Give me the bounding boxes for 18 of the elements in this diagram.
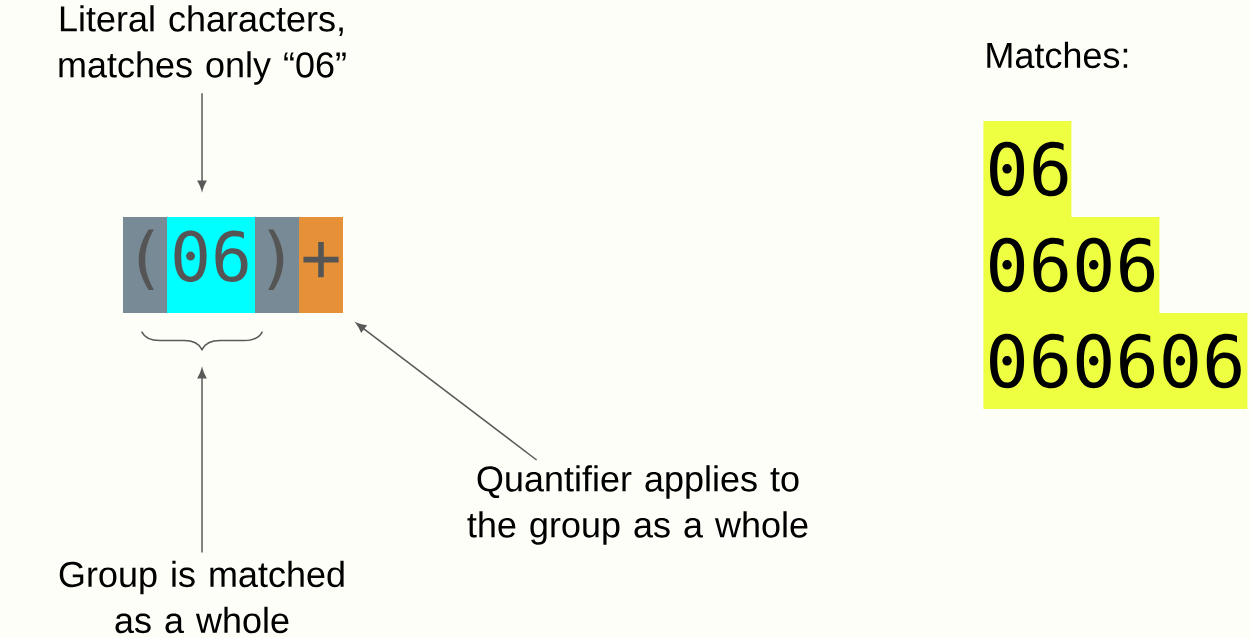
regex-token: + — [299, 217, 343, 313]
curly-brace — [140, 330, 264, 351]
regex-token: ( — [123, 217, 167, 313]
arrow — [356, 322, 538, 461]
node-label: 060606 — [990, 333, 1241, 389]
node-label: 06 — [990, 141, 1068, 197]
annotation-text: Quantifier applies to the group as a whole — [467, 465, 808, 545]
heading-text: Matches: — [987, 41, 1128, 69]
regex-token: 06 — [167, 217, 255, 313]
match-string: 0606 — [983, 217, 1160, 313]
annotation-text: Literal characters, matches only “06” — [59, 5, 346, 85]
match-string: 060606 — [983, 313, 1248, 409]
regex-token: ) — [255, 217, 299, 313]
arrow — [197, 92, 207, 191]
match-string: 06 — [983, 121, 1072, 217]
node-label: 0606 — [990, 237, 1155, 293]
annotation-text: Group is matched as a whole — [59, 560, 344, 634]
arrow — [197, 368, 207, 554]
